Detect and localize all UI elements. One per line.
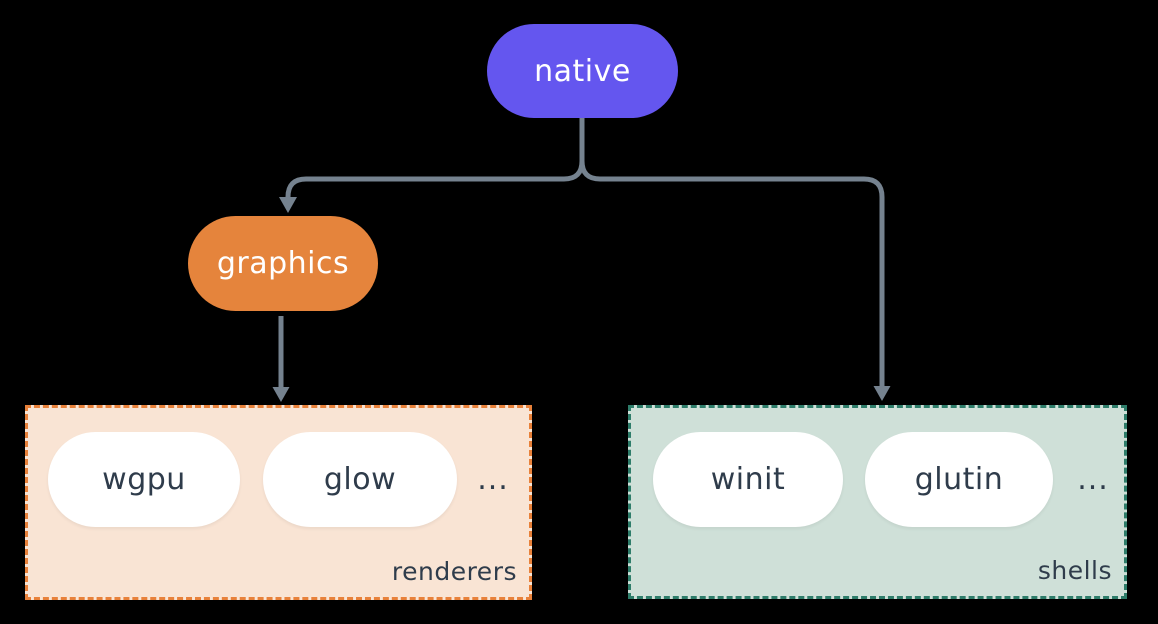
group-renderers-label: renderers (391, 557, 517, 586)
ellipsis-renderers: ... (477, 462, 509, 497)
arrowhead-shells (873, 386, 891, 401)
node-glutin: glutin (865, 432, 1053, 527)
node-winit-label: winit (710, 462, 786, 497)
group-shells-label: shells (1037, 556, 1112, 585)
node-wgpu: wgpu (48, 432, 240, 527)
node-graphics: graphics (188, 216, 378, 311)
node-glow: glow (263, 432, 457, 527)
node-wgpu-label: wgpu (102, 462, 186, 497)
node-native: native (487, 24, 678, 118)
node-winit: winit (653, 432, 843, 527)
arrowhead-graphics (279, 197, 297, 213)
edge-native-shells (579, 118, 885, 386)
arrowhead-renderers (272, 387, 290, 402)
node-glutin-label: glutin (914, 462, 1004, 497)
ellipsis-shells: ... (1077, 462, 1109, 497)
node-native-label: native (534, 53, 631, 89)
node-graphics-label: graphics (216, 246, 350, 281)
node-glow-label: glow (323, 462, 397, 497)
edge-native-graphics (285, 118, 585, 199)
